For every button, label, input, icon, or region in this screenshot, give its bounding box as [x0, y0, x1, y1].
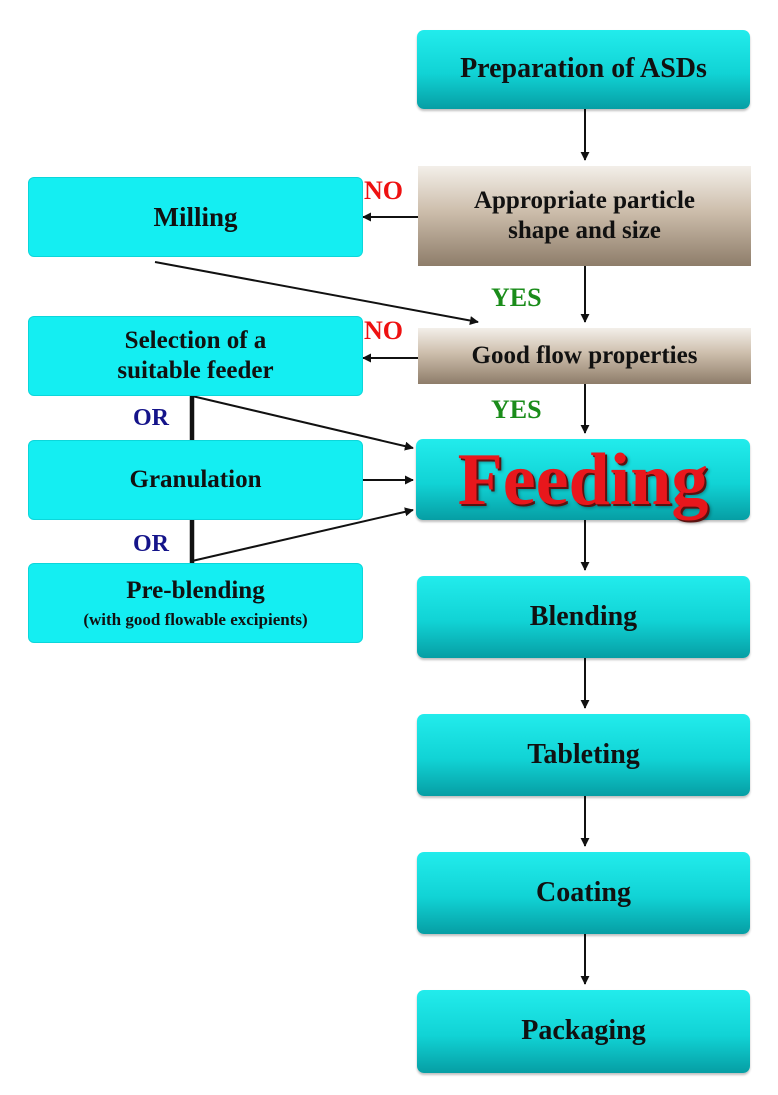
- milling-label: Milling: [153, 201, 238, 232]
- particle-label-line2: shape and size: [508, 217, 661, 244]
- milling-box: Milling: [28, 177, 363, 257]
- coating-box: Coating: [417, 852, 750, 934]
- yes-label-particle: YES: [491, 283, 542, 312]
- arrow-preblending-to-feeding: [191, 507, 414, 562]
- feeder-label-line2: suitable feeder: [117, 357, 274, 384]
- blending-box: Blending: [417, 576, 750, 658]
- preparation-label: Preparation of ASDs: [460, 53, 707, 85]
- particle-label-line1: Appropriate particle: [473, 186, 696, 214]
- arrow-feeder-to-feeding: [191, 395, 414, 451]
- tableting-box: Tableting: [417, 714, 750, 796]
- feeder-box: Selection of a suitable feeder: [28, 316, 363, 396]
- feeding-label: Feeding: [457, 438, 709, 521]
- or-label-lower: OR: [133, 531, 169, 557]
- coating-label: Coating: [536, 876, 631, 908]
- granulation-box: Granulation: [28, 440, 363, 520]
- flow-properties-label: Good flow properties: [471, 341, 698, 369]
- feeding-box: Feeding: [416, 439, 750, 520]
- particle-decision-box: Appropriate particle shape and size: [418, 166, 751, 266]
- preblending-label: Pre-blending: [126, 576, 265, 604]
- or-label-upper: OR: [133, 405, 169, 431]
- tableting-label: Tableting: [527, 738, 640, 770]
- packaging-label: Packaging: [521, 1015, 646, 1047]
- feeder-label-line1: Selection of a: [124, 326, 267, 354]
- packaging-box: Packaging: [417, 990, 750, 1073]
- preblending-box: Pre-blending (with good flowable excipie…: [28, 563, 363, 643]
- arrow-milling-to-flow: [154, 261, 479, 325]
- granulation-label: Granulation: [129, 465, 262, 493]
- preparation-box: Preparation of ASDs: [417, 30, 750, 109]
- blending-label: Blending: [529, 600, 638, 632]
- yes-label-flow: YES: [491, 395, 542, 424]
- preblending-note: (with good flowable excipients): [83, 610, 308, 630]
- no-label-particle: NO: [364, 176, 403, 205]
- no-label-flow: NO: [364, 316, 403, 345]
- flow-decision-box: Good flow properties: [418, 328, 751, 384]
